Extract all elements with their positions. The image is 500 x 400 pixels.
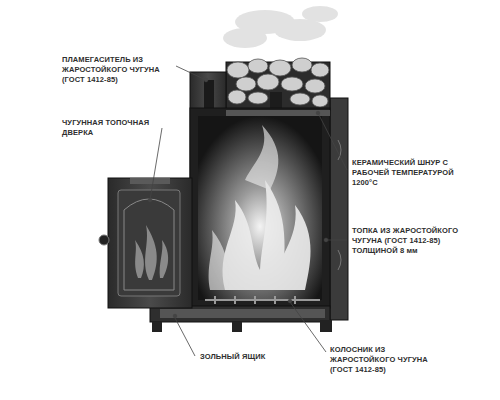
part-label: КОЛОСНИК ИЗ ЖАРОСТОЙКОГО ЧУГУНА (ГОСТ 14… [330,345,442,374]
flames [209,125,311,290]
leg [152,322,162,332]
leg [320,320,332,332]
door-vent [130,178,170,184]
door-arch [124,199,174,290]
leg [232,322,242,332]
flue-pipe [270,92,282,110]
part-label: ЗОЛЬНЫЙ ЯЩИК [200,352,265,362]
side-plate-ornament [338,140,341,270]
ceramic-cord [226,110,330,116]
grate [205,296,320,304]
leader-lines [148,66,347,356]
part-label: КЕРАМИЧЕСКИЙ ШНУР С РАБОЧЕЙ ТЕМПЕРАТУРОЙ… [352,158,456,187]
firebox [190,108,330,308]
firebox-interior [198,116,322,300]
steam [223,6,338,48]
door-ornament [135,225,168,280]
part-label: ТОПКА ИЗ ЖАРОСТОЙКОГО ЧУГУНА (ГОСТ 1412-… [352,226,460,255]
side-plate [330,98,348,320]
part-label: ЧУГУННАЯ ТОПОЧНАЯ ДВЕРКА [62,118,158,138]
part-label: ПЛАМЕГАСИТЕЛЬ ИЗ ЖАРОСТОЙКОГО ЧУГУНА (ГО… [62,55,174,84]
door-panel [118,190,180,296]
door-knob [99,235,109,245]
door-frame [108,178,192,308]
